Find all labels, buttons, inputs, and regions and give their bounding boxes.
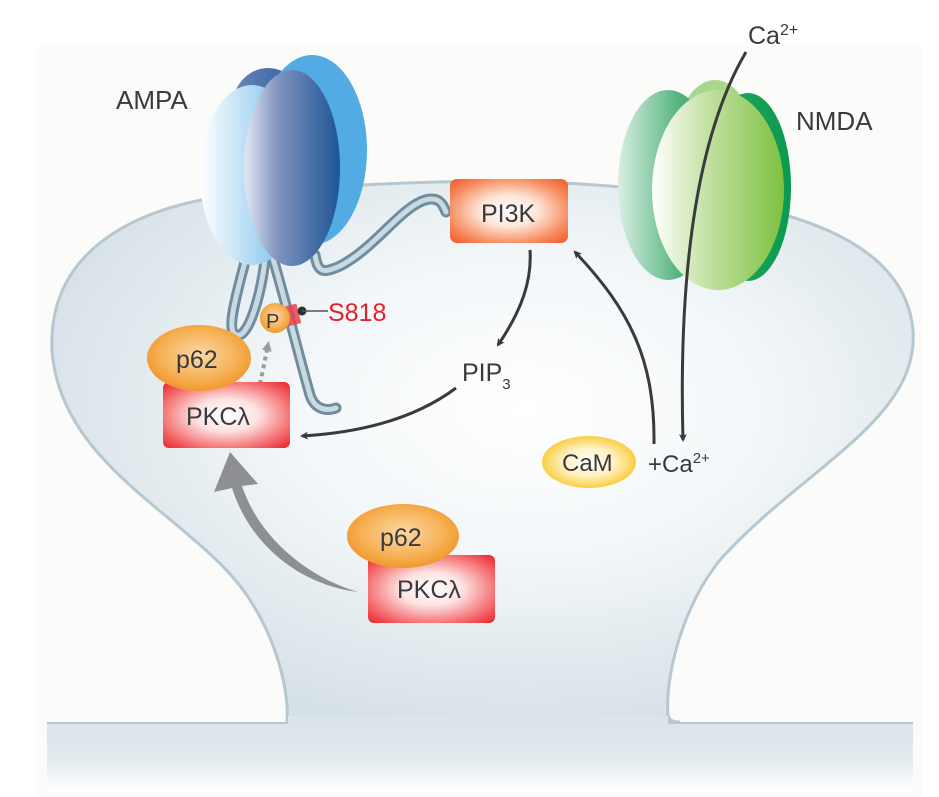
ampa-label: AMPA	[116, 85, 188, 115]
ampa-receptor	[200, 55, 452, 415]
calcium-intracellular-label: +Ca2+	[648, 450, 710, 478]
ampa-subunit-front	[244, 70, 340, 266]
phosphate-label: P	[266, 311, 279, 333]
pip3-subscript: 3	[502, 376, 510, 393]
dendrite-shaft	[47, 722, 913, 792]
pi3k-node: PI3K	[450, 179, 568, 243]
phosphorylation-arrow	[258, 341, 272, 385]
pip3-label: PIP	[462, 359, 502, 387]
pkc-lambda-bound: PKCλ	[163, 382, 290, 448]
svg-text:PIP3: PIP3	[462, 359, 511, 393]
translocation-arrow	[214, 452, 358, 592]
pip3-node: PIP3	[462, 359, 511, 393]
pi3k-label: PI3K	[481, 200, 536, 228]
phosphate-group	[260, 303, 290, 333]
nmda-subunit-front	[652, 90, 784, 290]
calmodulin-node: CaM	[542, 436, 636, 488]
nmda-label: NMDA	[796, 106, 873, 136]
calcium-influx-arrow	[678, 51, 748, 442]
pkc-lambda-free: PKCλ	[368, 555, 495, 623]
pip3-to-pkc-arrow	[300, 386, 457, 440]
pi3k-to-pip3-arrow	[496, 249, 532, 347]
nmda-receptor	[618, 80, 791, 290]
calcium-extracellular-label: Ca2+	[748, 22, 798, 50]
p62-free-label: p62	[380, 524, 422, 552]
pkc-lambda-bound-label: PKCλ	[186, 403, 250, 431]
pkc-lambda-free-label: PKCλ	[397, 576, 461, 604]
calmodulin-label: CaM	[562, 450, 613, 477]
s818-label: S818	[328, 299, 386, 327]
p62-free: p62	[347, 504, 459, 568]
p62-bound: p62	[147, 325, 251, 391]
calcium-to-pi3k-arrow	[573, 250, 656, 445]
spine-neck-join	[288, 716, 668, 726]
p62-bound-label: p62	[176, 346, 218, 374]
